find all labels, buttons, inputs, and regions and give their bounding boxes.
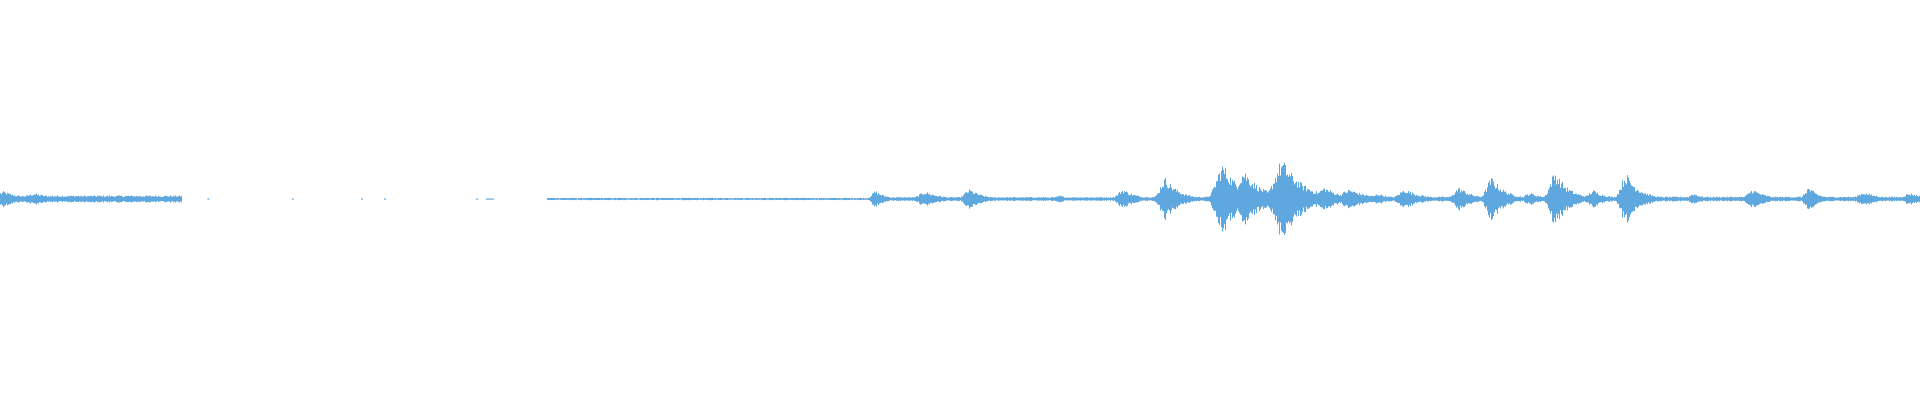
waveform-bars xyxy=(0,162,1920,236)
waveform-samples xyxy=(0,162,1920,236)
waveform-blip xyxy=(207,198,210,200)
waveform-blip xyxy=(361,198,363,200)
waveform-blip xyxy=(476,198,479,200)
waveform-blip xyxy=(485,198,494,200)
waveform-blip xyxy=(384,198,386,200)
waveform-blip xyxy=(291,198,294,200)
